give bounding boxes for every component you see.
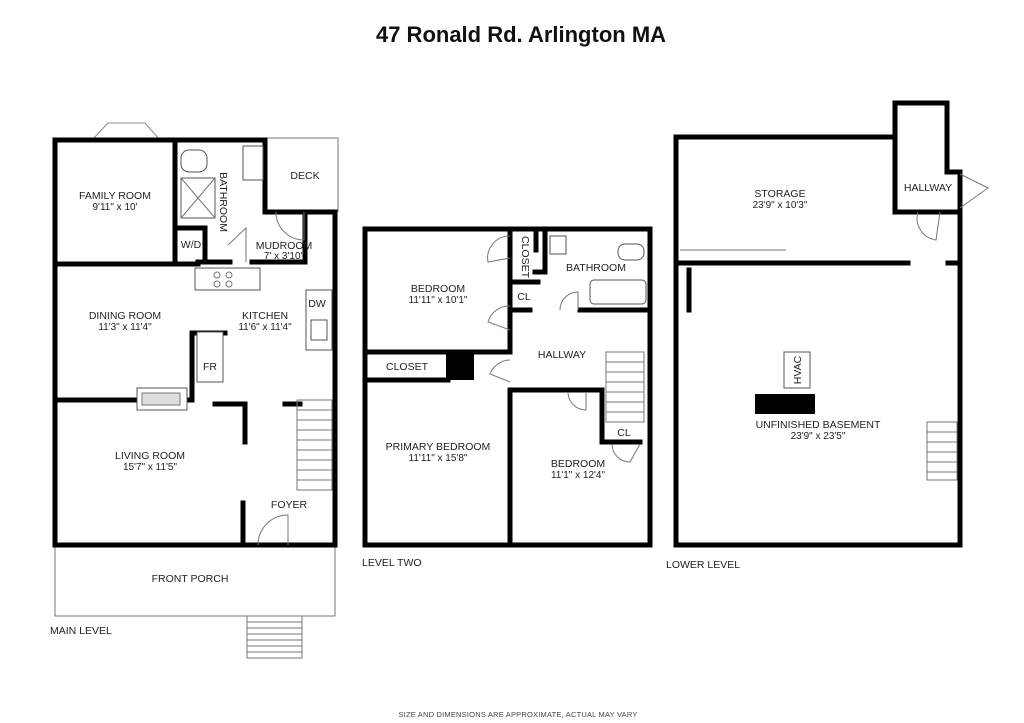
front-porch-label: FRONT PORCH	[152, 573, 229, 585]
bay-window	[90, 122, 162, 141]
level-two-plan: BEDROOM 11'11" x 10'1" CLOSET BATHROOM C…	[362, 226, 653, 569]
upper-bathroom-label: BATHROOM	[566, 262, 626, 274]
lower-level-plan: STORAGE 23'9" x 10'3" HALLWAY HVAC UNFIN…	[666, 100, 989, 571]
upper-closet-door	[487, 235, 511, 263]
cl2-label: CL	[617, 427, 631, 439]
lower-hallway-label: HALLWAY	[904, 182, 952, 194]
family-room-dims: 9'11" x 10'	[93, 202, 138, 213]
fr-label: FR	[203, 361, 217, 373]
lower-hallway-door	[916, 211, 941, 241]
fridge	[196, 331, 224, 383]
main-level-plan: FAMILY ROOM 9'11" x 10' BATHROOM DECK W/…	[50, 122, 339, 659]
primary-bedroom-label: PRIMARY BEDROOM	[386, 441, 491, 453]
closet-horizontal-label: CLOSET	[386, 361, 429, 373]
deck-label: DECK	[290, 170, 319, 182]
dining-room-dims: 11'3" x 11'4"	[98, 322, 152, 333]
upper-bath-door	[559, 291, 579, 311]
basement-stairs	[926, 421, 958, 481]
bedroom2-closet-door	[611, 443, 641, 463]
lower-level-label: LOWER LEVEL	[666, 559, 740, 571]
kitchen-dims: 11'6" x 11'4"	[238, 322, 292, 333]
hvac-unit-block	[755, 394, 815, 414]
hvac-box	[783, 351, 811, 389]
main-stairs	[296, 399, 333, 491]
basement-label: UNFINISHED BASEMENT	[756, 419, 881, 431]
cl1-label: CL	[517, 291, 531, 303]
main-toilet	[180, 149, 208, 173]
bedroom1-label: BEDROOM	[411, 283, 465, 295]
dw-label: DW	[308, 298, 326, 310]
upper-sink	[549, 235, 567, 255]
foyer-label: FOYER	[271, 499, 308, 511]
lower-exterior-door	[959, 173, 989, 209]
upper-stairs	[605, 351, 645, 423]
main-vanity	[242, 145, 264, 181]
main-level-walls	[52, 137, 338, 548]
upper-tub	[589, 279, 647, 305]
primary-bedroom-dims: 11'11" x 15'8"	[409, 453, 468, 464]
porch-steps	[246, 615, 303, 659]
deck-outline	[265, 137, 339, 212]
bedroom2-door	[567, 391, 587, 411]
lower-level-walls	[673, 100, 963, 548]
primary-bedroom-door	[489, 359, 511, 383]
level-two-walls	[362, 226, 653, 548]
level-two-label: LEVEL TWO	[362, 557, 422, 569]
bedroom1-door	[487, 305, 511, 331]
mudroom-dims: 7' x 3'10"	[264, 251, 305, 262]
upper-toilet	[617, 243, 645, 261]
closet-vertical-label: CLOSET	[519, 236, 531, 279]
deck-door	[275, 211, 305, 241]
disclaimer: SIZE AND DIMENSIONS ARE APPROXIMATE, ACT…	[398, 710, 637, 719]
bedroom2-dims: 11'1" x 12'4"	[551, 470, 606, 481]
wd-label: W/D	[181, 239, 202, 251]
mudroom-door	[227, 226, 247, 262]
stove-counter	[194, 267, 261, 291]
bedroom2-label: BEDROOM	[551, 458, 605, 470]
page-title: 47 Ronald Rd. Arlington MA	[376, 22, 666, 47]
family-room-label: FAMILY ROOM	[79, 190, 151, 202]
storage-label: STORAGE	[754, 188, 805, 200]
bedroom1-dims: 11'11" x 10'1"	[409, 295, 468, 306]
basement-dims: 23'9" x 23'5"	[791, 431, 846, 442]
main-bathroom-label: BATHROOM	[217, 172, 229, 232]
living-room-label: LIVING ROOM	[115, 450, 185, 462]
upper-hallway-label: HALLWAY	[538, 349, 586, 361]
main-level-label: MAIN LEVEL	[50, 625, 112, 637]
kitchen-label: KITCHEN	[242, 310, 288, 322]
chimney-block	[446, 352, 474, 380]
mudroom-label: MUDROOM	[256, 240, 313, 252]
front-door	[257, 514, 289, 546]
dining-room-label: DINING ROOM	[89, 310, 161, 322]
storage-dims: 23'9" x 10'3"	[753, 200, 808, 211]
living-room-dims: 15'7" x 11'5"	[123, 462, 178, 473]
hvac-label: HVAC	[792, 355, 804, 384]
